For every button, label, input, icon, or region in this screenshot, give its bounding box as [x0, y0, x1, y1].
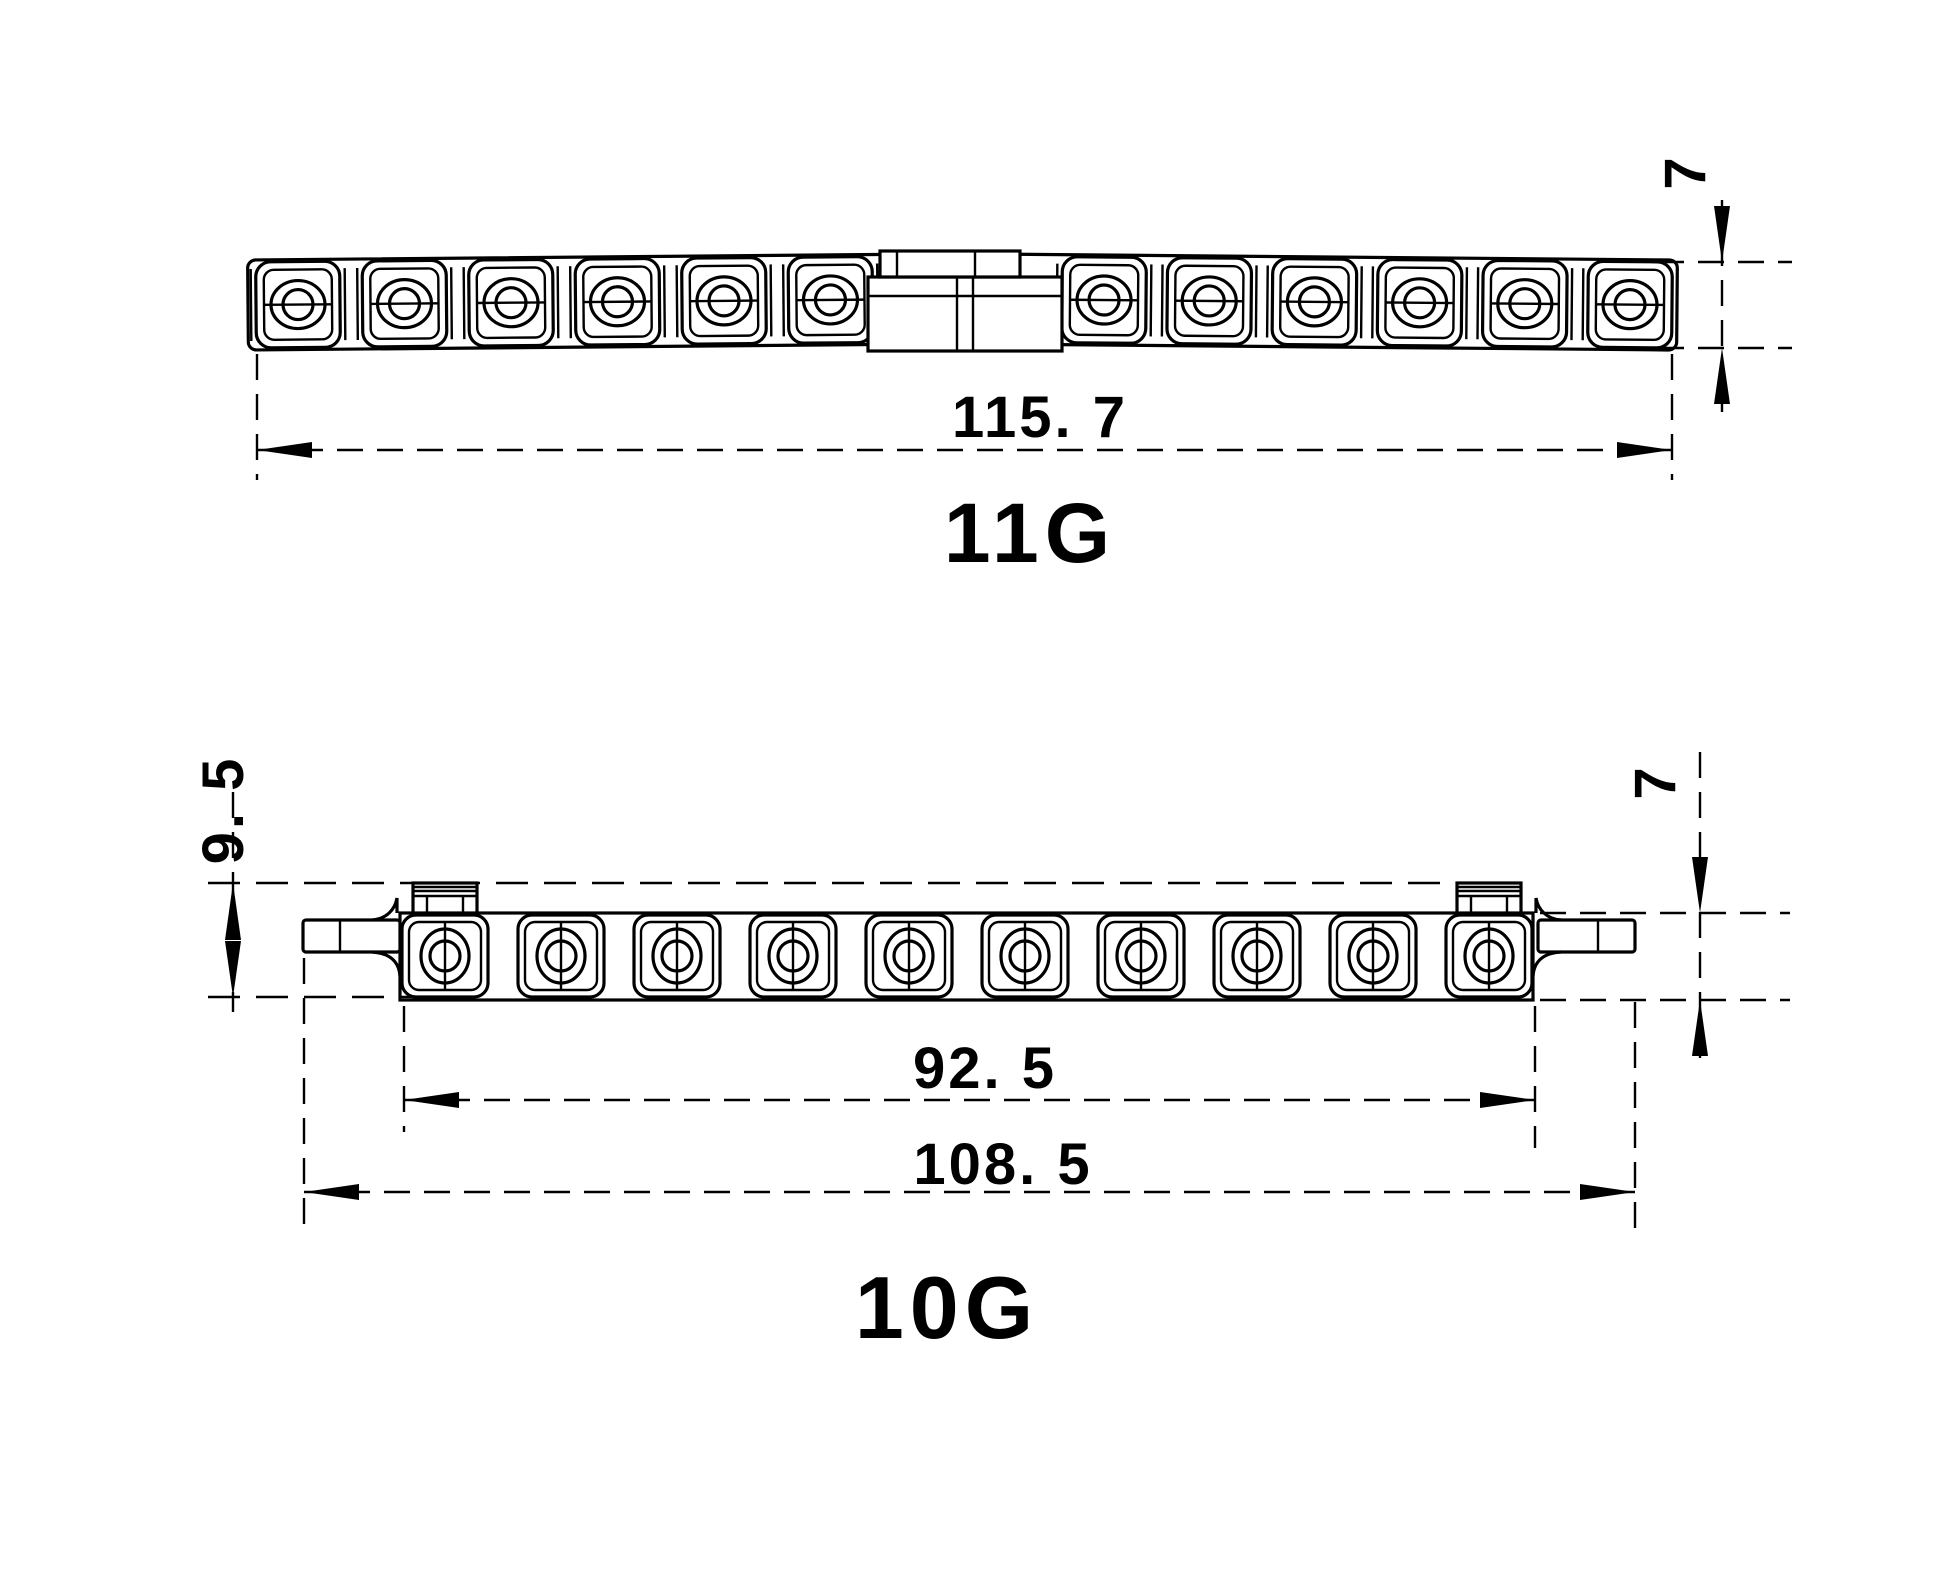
dimension-arrow	[404, 1092, 459, 1108]
dim-text-end-height-11g: 7	[1653, 154, 1718, 189]
terminal-module	[748, 913, 838, 999]
view-label-10g: 10G	[855, 1258, 1039, 1357]
terminal-module	[1212, 913, 1302, 999]
terminal-module	[400, 913, 490, 999]
dim-text-bar-height-10g: 7	[1623, 764, 1688, 799]
dimension-arrow	[304, 1184, 359, 1200]
strip-left-half	[246, 252, 972, 352]
dimension-overall-length-10g: 108. 5	[302, 958, 1637, 1242]
view-10g: 9. 5 7 92. 5 108. 5	[191, 752, 1790, 1357]
view-label-11g: 11G	[944, 486, 1116, 580]
terminal-module	[462, 257, 560, 348]
dimension-arrow	[1617, 442, 1672, 458]
terminal-module	[1160, 255, 1259, 346]
terminal-module	[632, 913, 722, 999]
dimension-overall-height-10g: 9. 5	[191, 756, 1452, 1012]
dimension-arrow	[1692, 857, 1708, 913]
terminal-module	[864, 913, 954, 999]
terminal-module	[1444, 913, 1534, 999]
dimension-bar-height-10g: 7	[1540, 752, 1790, 1064]
dim-text-overall-height-10g: 9. 5	[191, 756, 256, 865]
terminal-module	[249, 259, 347, 350]
connector-top-tab	[878, 249, 1022, 279]
fixing-clamp-right	[1455, 881, 1523, 915]
terminal-module	[355, 258, 454, 349]
dimension-arrow	[1714, 348, 1730, 404]
dimension-arrow	[257, 442, 312, 458]
dimension-arrow	[1714, 206, 1730, 262]
terminal-module	[980, 913, 1070, 999]
terminal-module	[516, 913, 606, 999]
terminal-module	[1370, 257, 1469, 348]
terminal-module	[675, 255, 773, 346]
dimension-arrow	[225, 941, 241, 997]
terminal-module	[1328, 913, 1418, 999]
strip-right-half	[963, 252, 1679, 352]
centre-connector	[866, 249, 1064, 353]
dimension-arrow	[1580, 1184, 1635, 1200]
terminal-module	[1096, 913, 1186, 999]
dim-text-body-length-10g: 92. 5	[913, 1036, 1057, 1101]
dimension-arrow	[1692, 1000, 1708, 1056]
terminal-module	[1581, 259, 1679, 350]
terminal-module	[781, 254, 880, 345]
dimension-body-length-10g: 92. 5	[402, 1006, 1537, 1148]
dimension-end-height-11g: 7	[1653, 154, 1792, 412]
left-mounting-tab	[301, 897, 402, 977]
dimension-overall-length-11g: 115. 7	[255, 354, 1674, 480]
dim-text-overall-length-10g: 108. 5	[913, 1132, 1092, 1197]
right-mounting-tab	[1531, 897, 1637, 977]
view-11g: 115. 7 7 11G	[246, 154, 1792, 580]
fixing-clamp-left	[411, 881, 479, 915]
terminal-module	[1055, 255, 1153, 346]
dimension-arrow	[1480, 1092, 1535, 1108]
dimension-arrow	[225, 883, 241, 940]
terminal-module	[1475, 258, 1574, 349]
terminal-module	[1265, 256, 1364, 347]
terminal-module	[568, 256, 667, 347]
dim-text-overall-length-11g: 115. 7	[952, 385, 1128, 450]
